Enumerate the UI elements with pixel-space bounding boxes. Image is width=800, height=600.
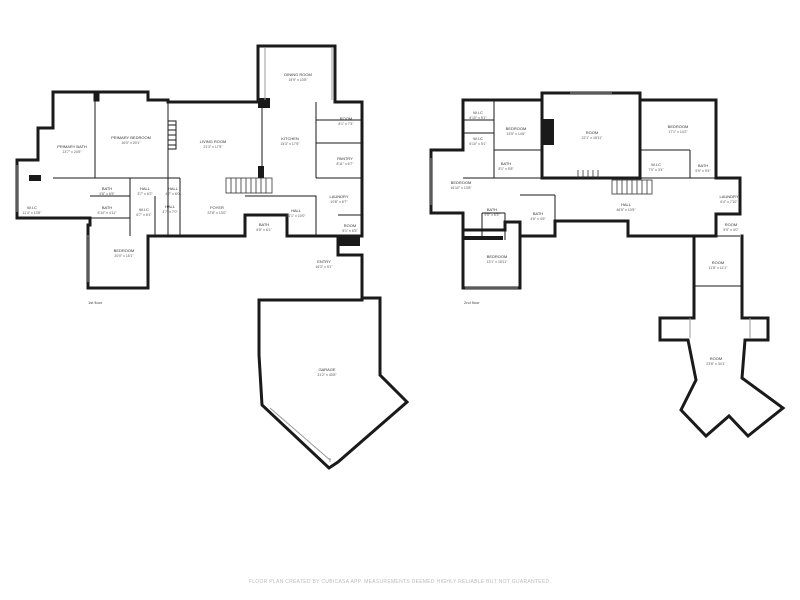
room-dims: 6'10" x 5'1" bbox=[469, 116, 487, 120]
room-label: PRIMARY BATH bbox=[57, 144, 87, 149]
room-dims: 5'1" x 6'5" bbox=[342, 229, 358, 233]
room-label: PANTRY bbox=[337, 156, 353, 161]
room-dims: 8'1" x 5'8" bbox=[498, 167, 514, 171]
floor-label: 1st floor bbox=[88, 300, 103, 305]
first-floor-labels: PRIMARY BATH 13'7" x 24'5" PRIMARY BEDRO… bbox=[23, 72, 359, 377]
room-label: BEDROOM bbox=[487, 254, 508, 259]
room-dims: 9'5" x 6'3" bbox=[484, 213, 500, 217]
room-label: BEDROOM bbox=[451, 180, 472, 185]
room-dims: 4'6" x 4'6" bbox=[530, 217, 546, 221]
room-label: BEDROOM bbox=[506, 126, 527, 131]
room-dims: 16'10" x 13'8" bbox=[450, 186, 472, 190]
room-dims: 9'8" x 6'5" bbox=[99, 192, 115, 196]
room-label: ROOM bbox=[340, 116, 352, 121]
room-dims: 5'10" x 4'11" bbox=[98, 211, 118, 215]
room-dims: 5'9" x 9'4" bbox=[695, 169, 711, 173]
room-label: LAUNDRY bbox=[719, 194, 738, 199]
room-label: BATH bbox=[698, 163, 708, 168]
room-dims: 16'3" x 9'1" bbox=[315, 265, 333, 269]
room-dims: 8'1" x 7'4" bbox=[338, 122, 354, 126]
room-dims: 6'7" x 6'1" bbox=[136, 213, 152, 217]
room-dims: 4'7" x 7'0" bbox=[162, 210, 178, 214]
room-dims: 13'7" x 24'5" bbox=[62, 150, 82, 154]
room-label: KITCHEN bbox=[281, 136, 299, 141]
room-dims: 4'7" x 6'0" bbox=[165, 192, 181, 196]
room-label: BATH bbox=[102, 205, 112, 210]
room-label: ROOM bbox=[710, 356, 722, 361]
room-label: BATH bbox=[259, 222, 269, 227]
room-label: W.I.C bbox=[139, 207, 149, 212]
room-label: BATH bbox=[501, 161, 511, 166]
room-label: HALL bbox=[165, 204, 176, 209]
room-dims: 5'9" x 4'0" bbox=[723, 228, 739, 232]
room-label: GARAGE bbox=[318, 367, 335, 372]
room-dims: 6'8" x 6'1" bbox=[256, 228, 272, 232]
room-label: BEDROOM bbox=[114, 248, 135, 253]
room-dims: 46'5" x 10'5" bbox=[616, 208, 636, 212]
room-dims: 6'4" x 7'10" bbox=[720, 200, 738, 204]
room-label: ROOM bbox=[586, 130, 598, 135]
room-label: W.I.C bbox=[473, 136, 483, 141]
room-dims: 3'7" x 6'2" bbox=[137, 192, 153, 196]
room-label: ROOM bbox=[725, 222, 737, 227]
room-label: HALL bbox=[291, 208, 302, 213]
second-floor-plan bbox=[429, 91, 786, 439]
room-label: ENTRY bbox=[317, 259, 331, 264]
room-label: FOYER bbox=[210, 205, 224, 210]
room-label: W.I.C bbox=[651, 162, 661, 167]
room-dims: 7'0" x 3'4" bbox=[648, 168, 664, 172]
room-dims: 17'1" x 14'2" bbox=[668, 130, 688, 134]
room-dims: 20'0" x 15'1" bbox=[114, 254, 134, 258]
room-label: LIVING ROOM bbox=[200, 139, 227, 144]
room-dims: 21'3" x 17'5" bbox=[203, 145, 223, 149]
room-dims: 11'8" x 11'1" bbox=[709, 266, 728, 270]
room-dims: 6'10" x 5'1" bbox=[469, 142, 487, 146]
room-label: PRIMARY BEDROOM bbox=[111, 135, 151, 140]
room-dims: 11'4" x 13'8" bbox=[23, 211, 43, 215]
room-dims: 23'6" x 34'1" bbox=[706, 362, 726, 366]
room-dims: 22'1" x 18'11" bbox=[582, 136, 604, 140]
room-label: BATH bbox=[533, 211, 543, 216]
second-floor-labels: W.I.C 6'10" x 5'1" W.I.C 6'10" x 5'1" BE… bbox=[450, 110, 739, 366]
room-label: BATH bbox=[487, 207, 497, 212]
room-dims: 8'11" x 6'7" bbox=[337, 162, 355, 166]
room-label: W.I.C bbox=[473, 110, 483, 115]
room-dims: 15'3" x 17'5" bbox=[280, 142, 300, 146]
room-label: BATH bbox=[102, 186, 112, 191]
room-dims: 13'5" x 14'6" bbox=[506, 132, 526, 136]
room-label: ROOM bbox=[712, 260, 724, 265]
room-label: W.I.C bbox=[27, 205, 37, 210]
room-dims: 16'0" x 20'1" bbox=[121, 141, 141, 145]
room-label: DINING ROOM bbox=[284, 72, 312, 77]
room-label: HALL bbox=[168, 186, 179, 191]
footer-disclaimer: FLOOR PLAN CREATED BY CUBICASA APP. MEAS… bbox=[248, 579, 552, 585]
room-dims: 10'8" x 6'7" bbox=[330, 200, 348, 204]
room-label: LAUNDRY bbox=[329, 194, 348, 199]
room-dims: 13'1" x 18'11" bbox=[487, 260, 509, 264]
room-label: ROOM bbox=[344, 223, 356, 228]
room-dims: 15'9" x 10'8" bbox=[288, 78, 308, 82]
room-label: HALL bbox=[621, 202, 632, 207]
floor-label: 2nd floor bbox=[464, 300, 480, 305]
room-label: BEDROOM bbox=[668, 124, 689, 129]
room-dims: 22'8" x 13'0" bbox=[207, 211, 227, 215]
first-floor-plan bbox=[15, 44, 410, 470]
room-dims: 31'2" x 40'8" bbox=[317, 373, 337, 377]
room-dims: 21'1" x 10'0" bbox=[286, 214, 306, 218]
room-label: HALL bbox=[140, 186, 151, 191]
